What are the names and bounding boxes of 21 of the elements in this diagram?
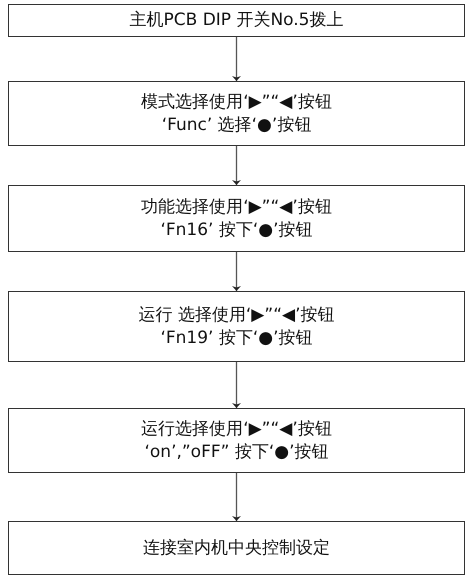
arrow: [234, 252, 239, 291]
arrow: [234, 473, 239, 521]
process-box: [8, 408, 465, 473]
step-text: 主机PCB DIP 开关No.5拨上: [130, 9, 344, 32]
arrow: [234, 146, 239, 185]
step-text: ‘Fn16’ 按下‘●’按钮: [160, 218, 313, 242]
step-text: ‘Fn19’ 按下‘●’按钮: [160, 326, 313, 350]
process-box: [8, 291, 465, 362]
process-box: [8, 81, 465, 146]
process-box: [8, 521, 465, 575]
step-text: 功能选择使用‘▶”“◀’按钮: [141, 196, 332, 218]
step-text: 运行选择使用‘▶”“◀’按钮: [141, 418, 332, 440]
process-box: [8, 185, 465, 252]
arrow: [234, 362, 239, 408]
arrow: [234, 37, 239, 81]
step-text: 连接室内机中央控制设定: [143, 536, 330, 560]
step-text: ‘on’,”oFF” 按下‘●’按钮: [144, 440, 328, 464]
step-text: ‘Func’ 选择‘●’按钮: [162, 114, 312, 136]
process-box: [8, 4, 465, 37]
step-text: 模式选择使用‘▶”“◀’按钮: [141, 90, 332, 114]
step-text: 运行 选择使用‘▶”“◀’按钮: [138, 304, 334, 326]
